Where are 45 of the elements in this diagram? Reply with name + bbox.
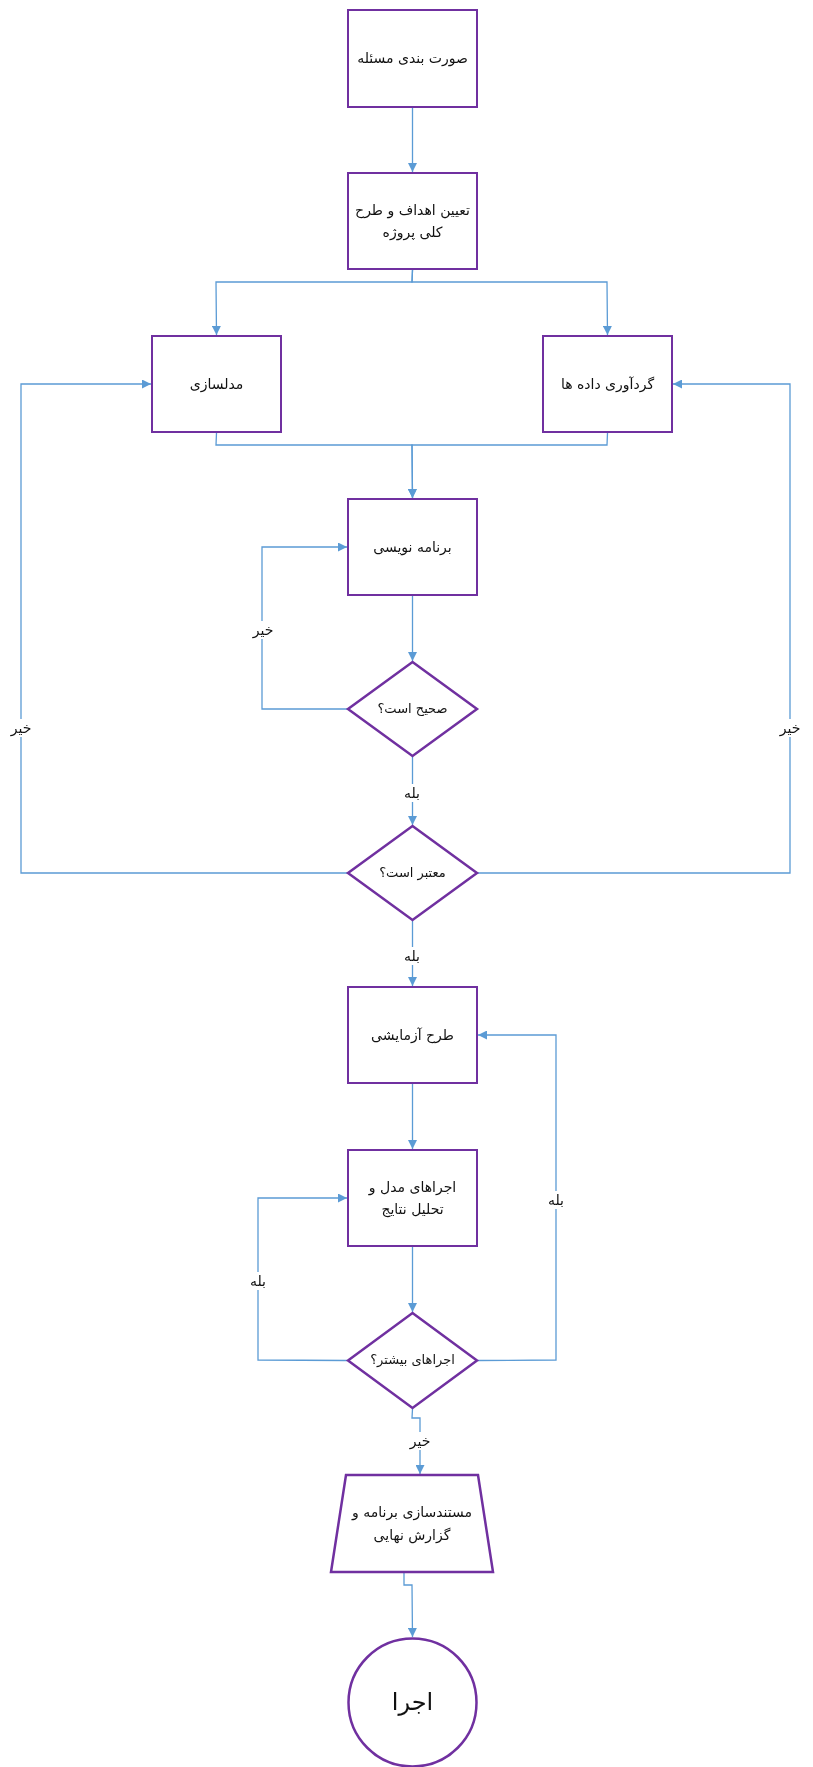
node-label: صورت بندی مسئله xyxy=(356,49,469,69)
edge-label: بله xyxy=(248,1272,268,1290)
decision-diamond xyxy=(347,1312,478,1409)
process-box xyxy=(151,335,282,433)
edge-label: خیر xyxy=(777,719,803,737)
process-box xyxy=(347,1149,478,1247)
arrow xyxy=(20,379,348,874)
edge-label: خیر xyxy=(407,1432,433,1450)
node-label: مدلسازی xyxy=(188,374,245,395)
arrow xyxy=(407,432,609,499)
arrow xyxy=(408,1246,417,1313)
edge-label: بله xyxy=(402,784,422,802)
arrow xyxy=(257,1193,348,1362)
edge-label: بله xyxy=(546,1191,566,1209)
arrow xyxy=(408,595,417,662)
decision-diamond xyxy=(347,661,478,757)
node-label: طرح آزمایشی xyxy=(370,1025,455,1046)
trapezoid-box xyxy=(330,1474,494,1573)
arrow xyxy=(408,1083,417,1150)
process-box xyxy=(347,172,478,270)
node-label: برنامه نویسی xyxy=(372,537,453,558)
arrow xyxy=(408,920,417,987)
node-label: مستندسازی برنامه و گزارش نهایی xyxy=(350,1503,473,1546)
node-label: اجرا xyxy=(390,1687,435,1719)
node-label: اجراهای بیشتر؟ xyxy=(369,1351,456,1370)
decision-diamond xyxy=(347,825,478,921)
node-label: گردآوری داده ها xyxy=(559,374,656,395)
arrow xyxy=(477,1030,557,1362)
node-label: اجراهای مدل و تحلیل نتایج xyxy=(367,1177,458,1220)
process-box xyxy=(347,498,478,596)
arrow xyxy=(411,269,612,336)
process-box xyxy=(347,986,478,1084)
edge-label: خیر xyxy=(8,719,34,737)
node-label: تعیین اهداف و طرح کلی پروژه xyxy=(354,200,471,243)
process-box xyxy=(542,335,673,433)
arrow xyxy=(408,756,417,826)
arrow xyxy=(408,107,417,173)
arrow xyxy=(477,379,791,874)
arrow xyxy=(403,1572,417,1638)
process-box xyxy=(347,9,478,108)
edge-label: بله xyxy=(402,947,422,965)
node-label: صحیح است؟ xyxy=(376,699,449,718)
node-label: معتبر است؟ xyxy=(378,863,447,883)
arrow xyxy=(261,542,348,710)
edge-label: خیر xyxy=(250,621,276,639)
